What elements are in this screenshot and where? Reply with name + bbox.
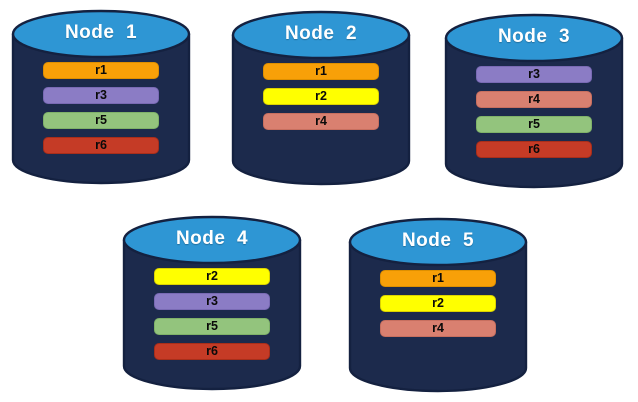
replica-bar-r1: r1 (43, 62, 159, 79)
replica-bar-r1: r1 (263, 63, 379, 80)
replica-bar-r3: r3 (43, 87, 159, 104)
replica-bar-r4: r4 (476, 91, 592, 108)
node-3: Node 3 r3 r4 r5 r6 (443, 12, 625, 190)
replica-bar-r5: r5 (476, 116, 592, 133)
replica-bar-r2: r2 (154, 268, 270, 285)
replica-bar-r5: r5 (43, 112, 159, 129)
replica-list: r1 r3 r5 r6 (43, 62, 159, 154)
node-title: Node 3 (497, 26, 571, 47)
replica-bar-r6: r6 (43, 137, 159, 154)
node-title: Node 1 (64, 22, 138, 43)
replica-bar-r3: r3 (476, 66, 592, 83)
node-title: Node 2 (284, 23, 358, 44)
replica-bar-r5: r5 (154, 318, 270, 335)
node-5: Node 5 r1 r2 r4 (347, 216, 529, 394)
replica-bar-r3: r3 (154, 293, 270, 310)
replica-list: r1 r2 r4 (263, 63, 379, 130)
replica-bar-r6: r6 (154, 343, 270, 360)
replica-bar-r4: r4 (263, 113, 379, 130)
node-title: Node 5 (401, 230, 475, 251)
replica-bar-r4: r4 (380, 320, 496, 337)
replica-bar-r1: r1 (380, 270, 496, 287)
replica-bar-r2: r2 (380, 295, 496, 312)
replica-list: r2 r3 r5 r6 (154, 268, 270, 360)
node-4: Node 4 r2 r3 r5 r6 (121, 214, 303, 392)
replica-bar-r2: r2 (263, 88, 379, 105)
node-1: Node 1 r1 r3 r5 r6 (10, 8, 192, 186)
replica-list: r3 r4 r5 r6 (476, 66, 592, 158)
node-2: Node 2 r1 r2 r4 (230, 9, 412, 187)
node-title: Node 4 (175, 228, 249, 249)
replica-bar-r6: r6 (476, 141, 592, 158)
replica-list: r1 r2 r4 (380, 270, 496, 337)
